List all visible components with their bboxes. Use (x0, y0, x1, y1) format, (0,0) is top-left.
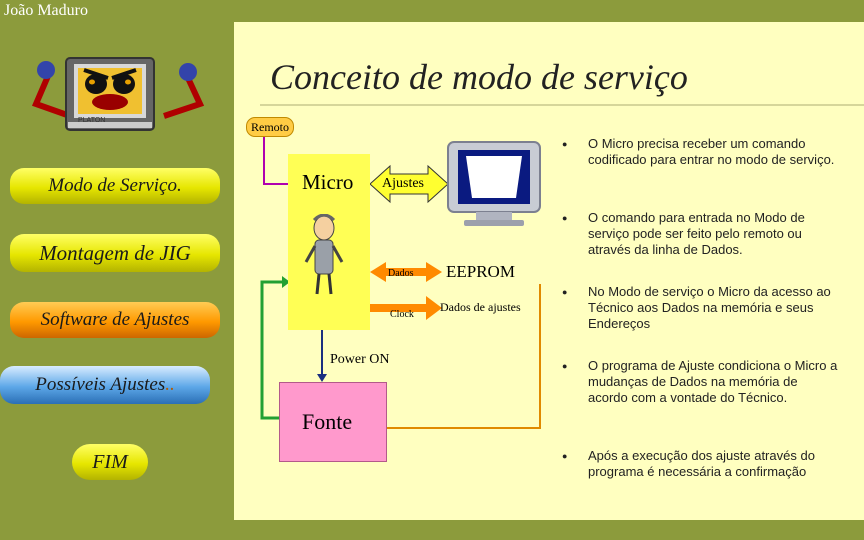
ajustes-label: Ajustes (382, 176, 424, 191)
fonte-orange-line (385, 284, 541, 429)
bullet-dot-icon: ● (562, 213, 568, 223)
nav-software-de-ajustes-label: Software de Ajustes (40, 309, 190, 330)
bullet-text: Após a execução dos ajuste através do pr… (588, 448, 815, 479)
remoto-label: Remoto (251, 119, 289, 134)
eeprom-label: EEPROM (446, 262, 515, 281)
bullet-dot-icon: ● (562, 361, 568, 371)
dados-de-ajustes-label: Dados de ajustes (440, 300, 521, 314)
fonte-green-line (260, 280, 284, 420)
bullet-dot-icon: ● (562, 139, 568, 149)
fonte-label: Fonte (302, 409, 353, 434)
nav-fim[interactable]: FIM (72, 444, 148, 480)
bottom-bar (234, 520, 864, 540)
nav-montagem-de-jig-label: Montagem de JIG (39, 240, 191, 265)
micro-label: Micro (302, 170, 354, 194)
remoto-pill: Remoto (246, 117, 294, 137)
top-bar (234, 0, 864, 22)
dados-label: Dados (388, 268, 414, 279)
dados-arrow (370, 262, 442, 282)
title-divider (260, 104, 864, 106)
author-name: João Maduro (4, 2, 88, 19)
clock-arrow (370, 296, 442, 320)
bullet-text: No Modo de serviço o Micro da acesso ao … (588, 284, 831, 331)
mascot-label: PLATON (78, 117, 106, 124)
nav-modo-de-servico[interactable]: Modo de Serviço. (10, 168, 220, 204)
bullet-dot-icon: ● (562, 451, 568, 461)
nav-software-de-ajustes[interactable]: Software de Ajustes (10, 302, 220, 338)
fonte-box (279, 382, 387, 462)
nav-modo-de-servico-label: Modo de Serviço. (48, 175, 182, 196)
bullet-dot-icon: ● (562, 287, 568, 297)
nav-possiveis-ajustes-suffix: .. (165, 374, 175, 395)
clock-label: Clock (390, 309, 414, 320)
nav-fim-label: FIM (92, 450, 128, 473)
remoto-line (263, 134, 288, 185)
page-title: Conceito de modo de serviço (270, 57, 688, 97)
bullet-text: O comando para entrada no Modo de serviç… (588, 210, 805, 257)
mascot-monitor-icon (31, 57, 205, 131)
monitor-icon (447, 141, 541, 226)
technician-icon (304, 214, 344, 295)
nav-possiveis-ajustes[interactable]: Possíveis Ajustes.. (0, 366, 210, 404)
power-on-label: Power ON (330, 352, 390, 367)
bullet-text: O Micro precisa receber um comando codif… (588, 136, 835, 167)
nav-possiveis-ajustes-label: Possíveis Ajustes (35, 374, 166, 395)
nav-montagem-de-jig[interactable]: Montagem de JIG (10, 234, 220, 272)
bullet-text: O programa de Ajuste condiciona o Micro … (588, 358, 838, 405)
